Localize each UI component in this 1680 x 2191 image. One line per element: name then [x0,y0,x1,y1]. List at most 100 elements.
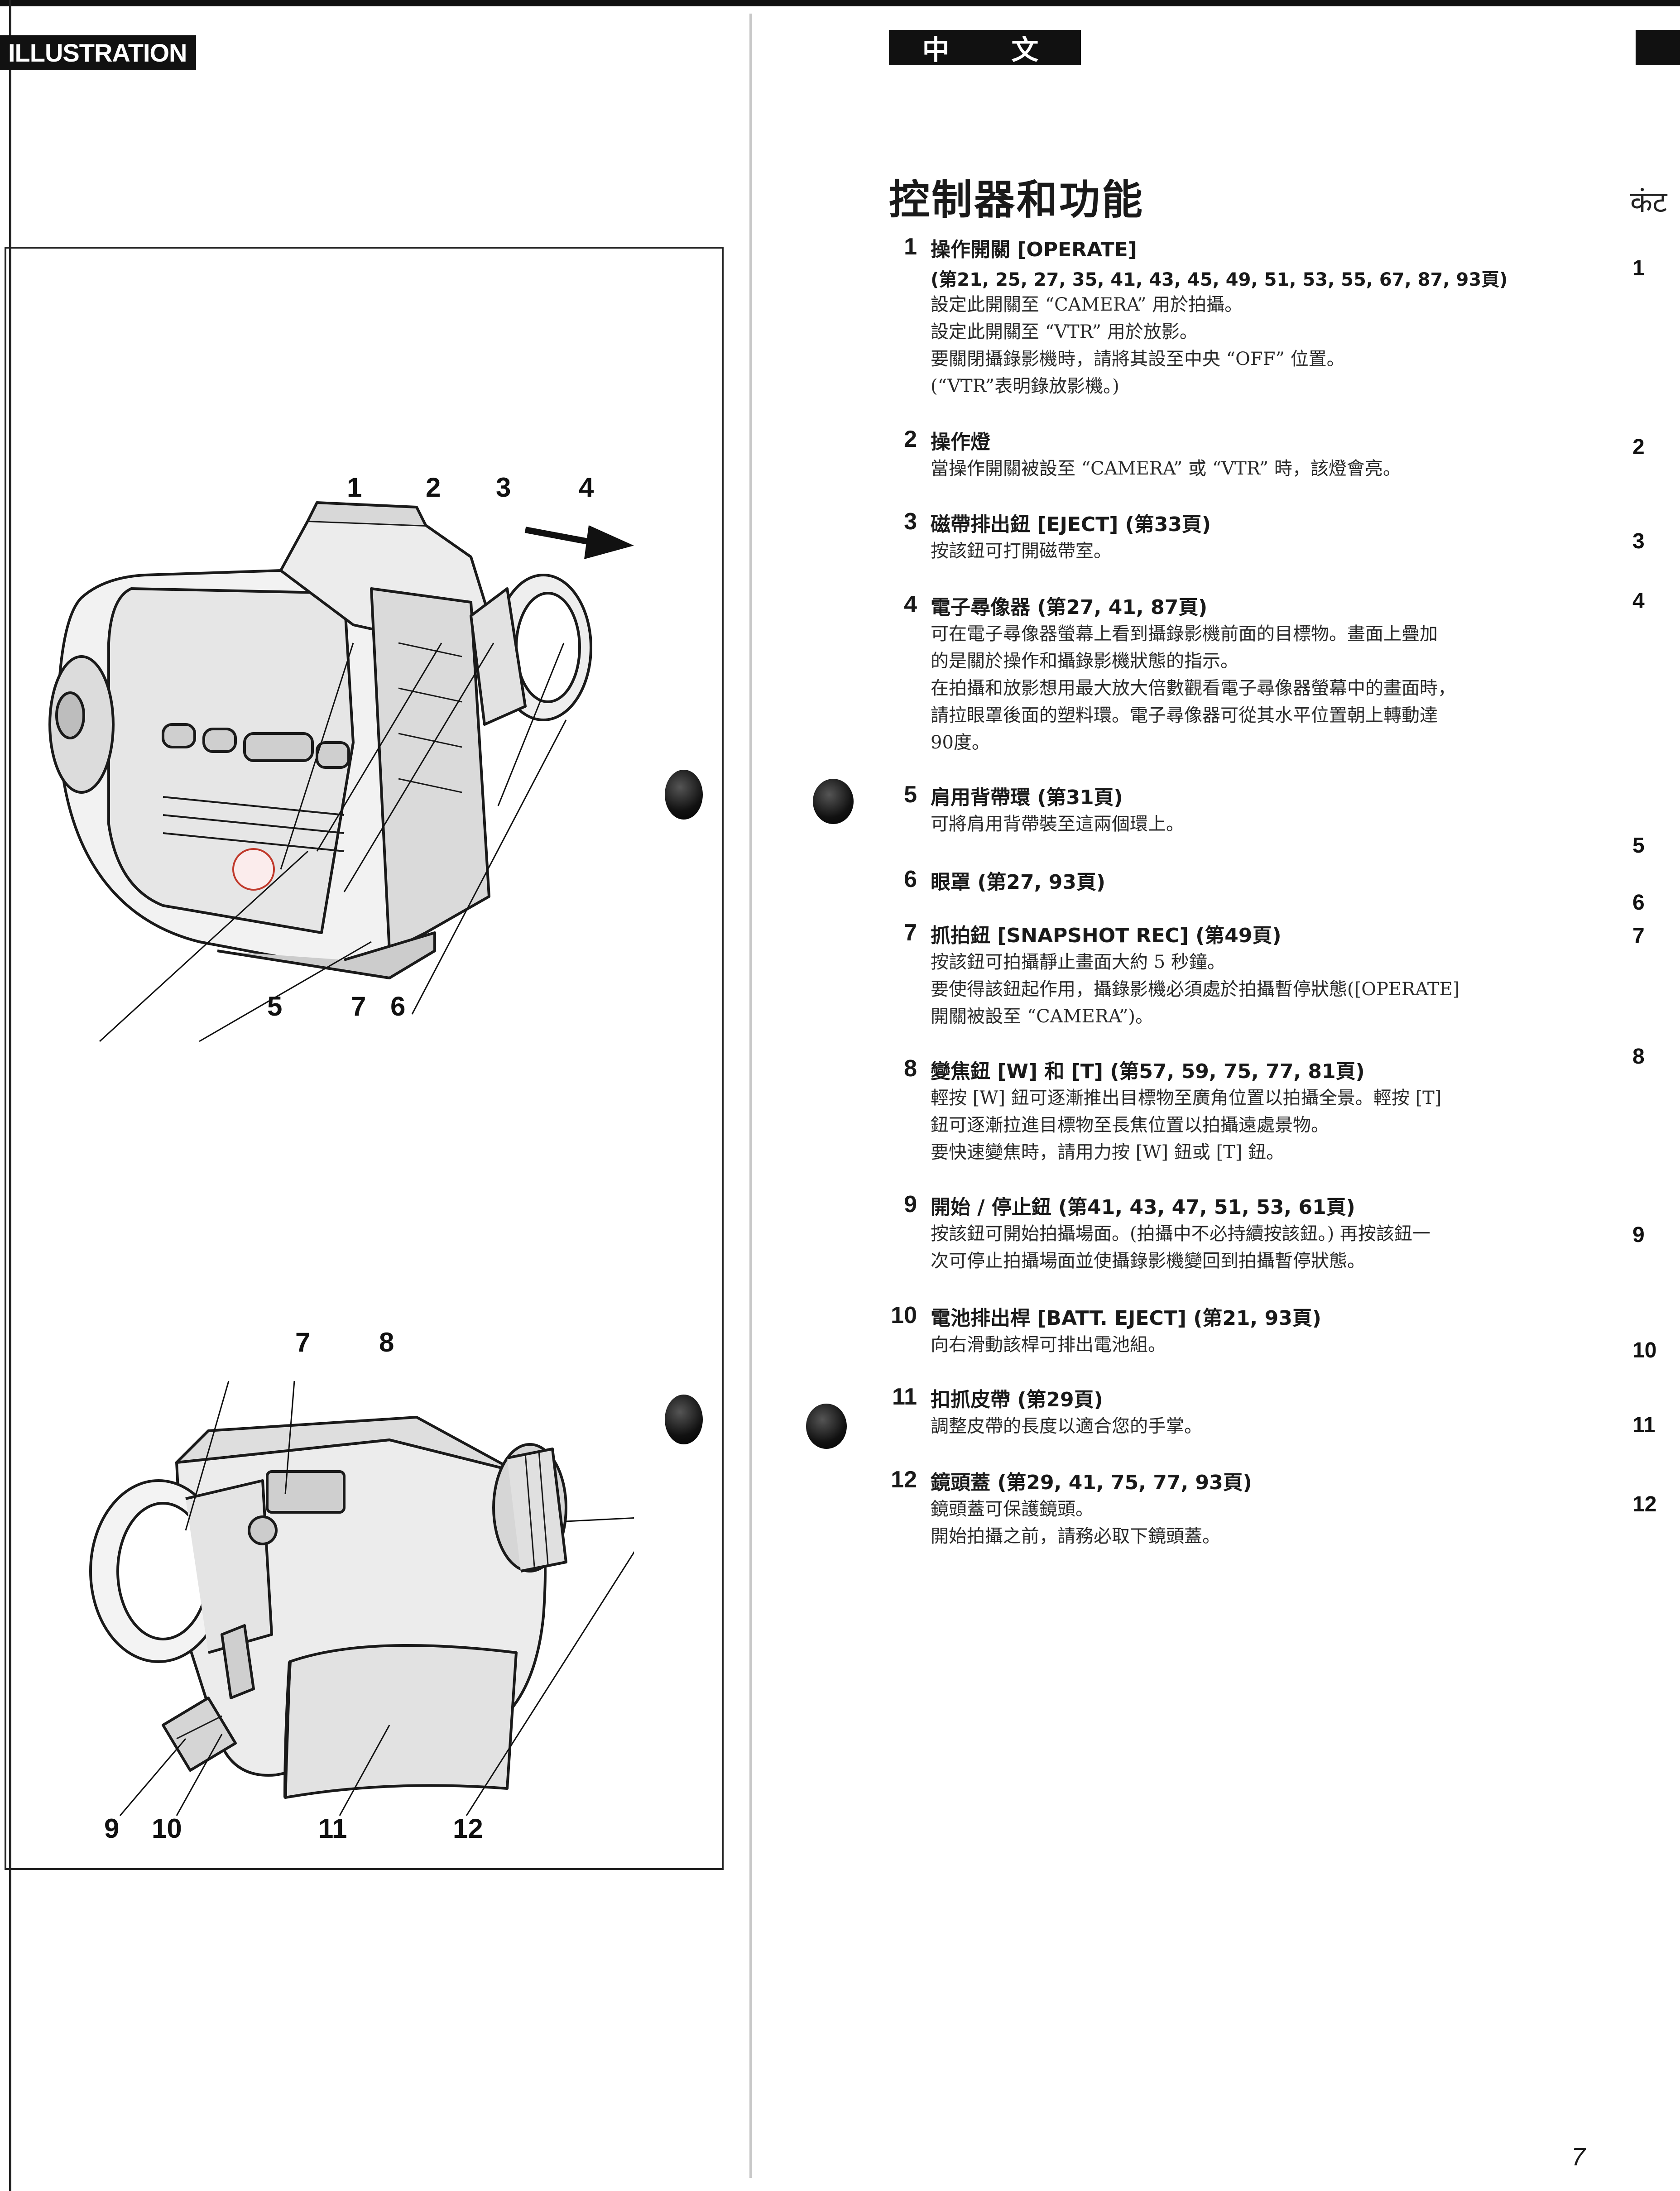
item-line: 輕按 [W] 鈕可逐漸推出目標物至廣角位置以拍攝全景。輕按 [T] [931,1088,1442,1108]
illustration-frame [5,247,724,1870]
item-line: 按該鈕可開始拍攝場面。(拍攝中不必持續按該鈕。) 再按該鈕一 [931,1223,1430,1244]
figure-label-lower-7: 7 [295,1327,311,1357]
figure-label-lower-10: 10 [152,1813,182,1844]
item-line: 向右滑動該桿可排出電池組。 [931,1334,1166,1355]
figure-label-3: 3 [496,472,511,503]
item-body: 按該鈕可打開磁帶室。 [931,537,1112,565]
illustration-section-tab: ILLUSTRATION [0,35,196,70]
item-heading: 鏡頭蓋 (第29, 41, 75, 77, 93頁) [931,1471,1252,1494]
item-body: 輕按 [W] 鈕可逐漸推出目標物至廣角位置以拍攝全景。輕按 [T] 鈕可逐漸拉進… [931,1084,1441,1166]
figure-label-lower-8: 8 [379,1327,394,1357]
hindi-item-number: 1 [1632,256,1645,280]
item-heading: 開始 / 停止鈕 (第41, 43, 47, 51, 53, 61頁) [931,1196,1355,1219]
camcorder-rear-view-illustration [89,1381,634,1816]
item-number: 9 [904,1191,917,1218]
item-number: 8 [904,1055,917,1082]
item-body: 按該鈕可拍攝靜止畫面大約 5 秒鐘。 要使得該鈕起作用，攝錄影機必須處於拍攝暫停… [931,949,1459,1030]
item-line: 要快速變焦時，請用力按 [W] 鈕或 [T] 鈕。 [931,1142,1285,1163]
item-line: 鏡頭蓋可保護鏡頭。 [931,1499,1094,1520]
hindi-item-number: 4 [1632,589,1645,613]
item-line: 調整皮帶的長度以適合您的手掌。 [931,1416,1202,1437]
figure-label-7: 7 [351,991,366,1021]
item-line: 在拍攝和放影想用最大放大倍數觀看電子尋像器螢幕中的畫面時， [931,678,1456,699]
item-heading: 操作燈 [931,431,990,454]
binder-hole [665,1395,703,1444]
binder-hole [665,770,703,820]
item-line: 鈕可逐漸拉進目標物至長焦位置以拍攝遠處景物。 [931,1115,1329,1136]
hindi-title-fragment: कंट [1630,186,1667,219]
item-number: 5 [904,781,917,808]
item-heading: 電子尋像器 (第27, 41, 87頁) [931,596,1208,619]
item-number: 10 [891,1302,917,1328]
figure-label-lower-12: 12 [453,1813,483,1844]
hindi-item-number: 2 [1632,435,1645,459]
item-heading: 抓拍鈕 [SNAPSHOT REC] (第49頁) [931,924,1282,947]
item-line: 開始拍攝之前，請務必取下鏡頭蓋。 [931,1526,1220,1547]
item-line: 開關被設至 “CAMERA”)。 [931,1006,1153,1027]
item-body: 當操作開關被設至 “CAMERA” 或 “VTR” 時，該燈會亮。 [931,455,1401,482]
item-line: 按該鈕可拍攝靜止畫面大約 5 秒鐘。 [931,952,1225,973]
item-number: 2 [904,426,917,452]
item-heading: 扣抓皮帶 (第29頁) [931,1388,1103,1411]
hindi-item-number: 6 [1632,891,1645,915]
item-number: 12 [891,1467,917,1493]
item-line: 要關閉攝錄影機時，請將其設至中央 “OFF” 位置。 [931,349,1345,369]
item-line: 的是關於操作和攝錄影機狀態的指示。 [931,651,1238,671]
item-body: 可在電子尋像器螢幕上看到攝錄影機前面的目標物。畫面上疊加 的是關於操作和攝錄影機… [931,620,1456,756]
figure-label-2: 2 [426,472,441,503]
item-line: 當操作開關被設至 “CAMERA” 或 “VTR” 時，該燈會亮。 [931,458,1401,479]
figure-label-lower-9: 9 [104,1813,120,1844]
item-heading: 肩用背帶環 (第31頁) [931,786,1123,809]
item-heading: 眼罩 (第27, 93頁) [931,871,1106,894]
hindi-item-number: 7 [1632,924,1645,948]
figure-label-5: 5 [267,991,283,1021]
item-line: 可將肩用背帶裝至這兩個環上。 [931,814,1184,834]
page-left-edge [9,0,11,2191]
item-subheading: (第21, 25, 27, 35, 41, 43, 45, 49, 51, 53… [931,269,1508,290]
item-body: 按該鈕可開始拍攝場面。(拍攝中不必持續按該鈕。) 再按該鈕一 次可停止拍攝場面並… [931,1220,1430,1275]
item-line: 設定此開關至 “CAMERA” 用於拍攝。 [931,294,1243,315]
item-heading: 操作開關 [OPERATE] [931,238,1137,261]
item-number: 1 [904,234,917,260]
next-page-tab [1636,30,1680,65]
item-line: 90度。 [931,732,990,753]
hindi-item-number: 8 [1632,1045,1645,1069]
item-number: 11 [892,1384,917,1410]
page-title: 控制器和功能 [889,176,1144,224]
item-heading: 變焦鈕 [W] 和 [T] (第57, 59, 75, 77, 81頁) [931,1060,1365,1083]
page-number: 7 [1571,2142,1586,2171]
figure-label-1: 1 [347,472,362,503]
item-body: 可將肩用背帶裝至這兩個環上。 [931,810,1184,838]
hindi-item-number: 11 [1632,1413,1656,1437]
item-line: (“VTR”表明錄放影機。) [931,376,1119,397]
item-body: 調整皮帶的長度以適合您的手掌。 [931,1413,1202,1440]
hindi-item-number: 12 [1632,1492,1657,1516]
item-line: 設定此開關至 “VTR” 用於放影。 [931,321,1198,342]
hindi-item-number: 9 [1632,1223,1645,1247]
hindi-item-number: 5 [1632,834,1645,858]
item-line: 要使得該鈕起作用，攝錄影機必須處於拍攝暫停狀態([OPERATE] [931,979,1460,1000]
figure-label-lower-11: 11 [318,1813,347,1844]
item-heading: 磁帶排出鈕 [EJECT] (第33頁) [931,513,1211,536]
page-top-edge [0,0,1680,6]
figure-label-4: 4 [579,472,594,503]
item-heading: 電池排出桿 [BATT. EJECT] (第21, 93頁) [931,1307,1321,1330]
item-body: 設定此開關至 “CAMERA” 用於拍攝。 設定此開關至 “VTR” 用於放影。… [931,291,1345,400]
item-body: 向右滑動該桿可排出電池組。 [931,1331,1166,1358]
item-line: 可在電子尋像器螢幕上看到攝錄影機前面的目標物。畫面上疊加 [931,623,1438,644]
item-line: 請拉眼罩後面的塑料環。電子尋像器可從其水平位置朝上轉動達 [931,705,1438,726]
figure-label-6: 6 [390,991,406,1021]
item-number: 3 [904,508,917,535]
item-number: 4 [904,591,917,618]
item-line: 按該鈕可打開磁帶室。 [931,541,1112,561]
binder-hole [806,1404,847,1449]
item-number: 6 [904,866,917,892]
item-number: 7 [904,920,917,946]
hindi-item-number: 3 [1632,529,1645,553]
page-gutter [749,14,752,2178]
binder-hole [813,779,854,824]
item-line: 次可停止拍攝場面並使攝錄影機變回到拍攝暫停狀態。 [931,1251,1365,1271]
camcorder-side-view-illustration [48,501,634,1042]
item-body: 鏡頭蓋可保護鏡頭。 開始拍攝之前，請務必取下鏡頭蓋。 [931,1496,1220,1550]
language-tab: 中 文 [889,30,1081,65]
